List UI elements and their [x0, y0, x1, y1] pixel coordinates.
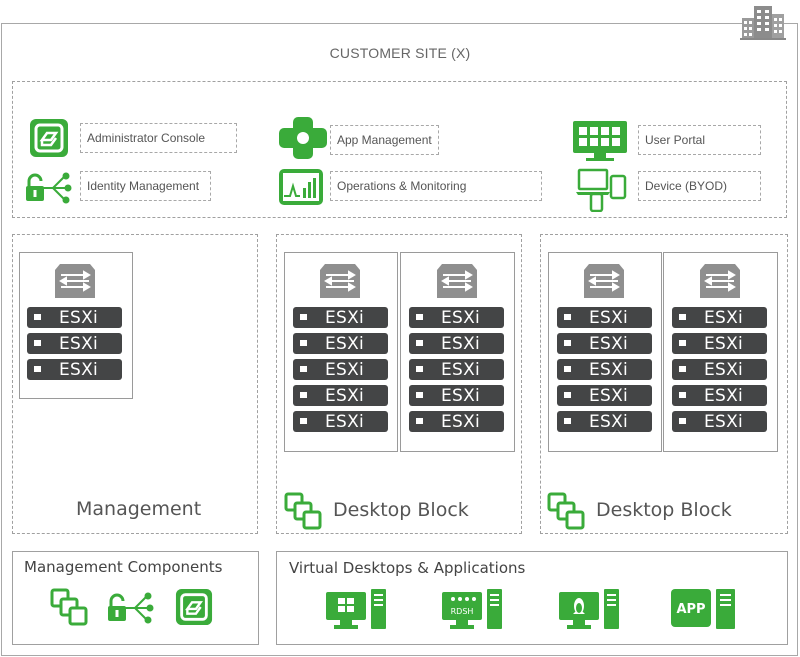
esxi-server: ESXi [557, 333, 652, 354]
esxi-server: ESXi [409, 359, 504, 380]
svg-text:RDSH: RDSH [451, 607, 474, 616]
esxi-server: ESXi [672, 307, 767, 328]
site-title: CUSTOMER SITE (X) [329, 45, 471, 61]
switch-icon [700, 264, 740, 298]
switch-icon [55, 264, 95, 298]
admin-console-icon [175, 588, 213, 626]
esxi-server: ESXi [672, 385, 767, 406]
management-components-panel [12, 551, 259, 645]
esxi-server: ESXi [672, 359, 767, 380]
virtual-desktops-panel [276, 551, 788, 645]
device-byod-icon [576, 168, 627, 212]
esxi-server: ESXi [27, 333, 122, 354]
identity-management-label: Identity Management [80, 171, 211, 201]
customer-site-frame [1, 23, 798, 656]
desktop-block-2 [540, 234, 788, 534]
desktop-block-icon [547, 492, 585, 530]
desktop-block-1-label: Desktop Block [333, 499, 469, 521]
app-server-icon: APP [671, 589, 735, 629]
esxi-server: ESXi [27, 307, 122, 328]
app-management-icon [279, 117, 327, 159]
switch-icon [320, 264, 360, 298]
esxi-server: ESXi [557, 307, 652, 328]
device-byod-label: Device (BYOD) [638, 171, 761, 201]
esxi-server: ESXi [409, 307, 504, 328]
rdsh-desktop-icon: RDSH [442, 589, 502, 629]
app-management-label: App Management [330, 125, 439, 155]
esxi-server: ESXi [293, 333, 388, 354]
user-portal-icon [573, 121, 627, 161]
management-components-title: Management Components [24, 558, 223, 576]
switch-icon [584, 264, 624, 298]
switch-icon [437, 264, 477, 298]
management-block-label: Management [76, 498, 202, 520]
esxi-server: ESXi [409, 333, 504, 354]
desktop-block-icon [50, 588, 88, 626]
virtual-desktops-title: Virtual Desktops & Applications [289, 559, 526, 577]
windows-desktop-icon [326, 589, 386, 629]
esxi-server: ESXi [409, 385, 504, 406]
identity-management-icon [108, 592, 154, 624]
esxi-server: ESXi [557, 385, 652, 406]
linux-desktop-icon [559, 589, 619, 629]
operations-monitoring-label: Operations & Monitoring [330, 171, 542, 201]
admin-console-icon [30, 119, 68, 157]
esxi-server: ESXi [293, 385, 388, 406]
operations-monitoring-icon [279, 169, 323, 205]
esxi-server: ESXi [672, 333, 767, 354]
esxi-server: ESXi [557, 411, 652, 432]
esxi-server: ESXi [293, 359, 388, 380]
desktop-block-1 [276, 234, 522, 534]
services-panel [12, 81, 787, 218]
esxi-server: ESXi [672, 411, 767, 432]
esxi-server: ESXi [293, 307, 388, 328]
esxi-server: ESXi [409, 411, 504, 432]
svg-text:APP: APP [676, 602, 705, 617]
identity-management-icon [26, 172, 72, 204]
management-block [12, 234, 258, 534]
user-portal-label: User Portal [638, 125, 761, 155]
desktop-block-icon [284, 492, 322, 530]
esxi-server: ESXi [27, 359, 122, 380]
esxi-server: ESXi [293, 411, 388, 432]
building-icon [740, 6, 786, 40]
desktop-block-2-label: Desktop Block [596, 499, 732, 521]
esxi-server: ESXi [557, 359, 652, 380]
admin-console-label: Administrator Console [80, 123, 237, 153]
